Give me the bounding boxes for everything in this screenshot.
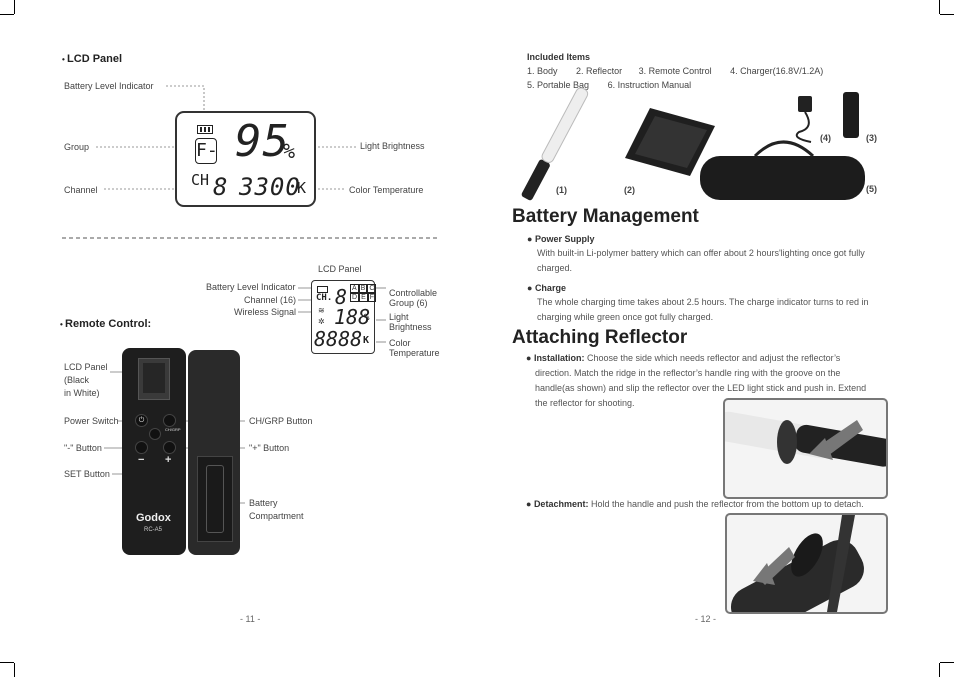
minus-icon: − xyxy=(138,454,145,466)
mini-percent: % xyxy=(364,313,370,323)
power-supply-text: With built-in Li-polymer battery which c… xyxy=(537,248,865,273)
installation-text: ● Installation: Choose the side which ne… xyxy=(526,353,867,408)
power-switch-label: Power Switch xyxy=(64,416,119,426)
attaching-reflector-title: Attaching Reflector xyxy=(512,327,688,348)
crop-mark xyxy=(14,663,15,677)
model-label: RC-A5 xyxy=(144,527,163,533)
remote-control-heading: • Remote Control: xyxy=(60,318,152,330)
channel-label: Channel xyxy=(64,185,98,195)
set-button[interactable] xyxy=(149,428,161,440)
ch-indicator: CH xyxy=(191,171,210,189)
remote-battery-label: Battery Level Indicator xyxy=(206,282,296,292)
chgrp-text: CH/GRP xyxy=(165,427,181,432)
crop-mark xyxy=(939,663,940,677)
remote-lcd-caption: LCD Panel xyxy=(318,264,362,274)
chgrp-button-label: CH/GRP Button xyxy=(249,416,313,426)
remote-front: ⏻ CH/GRP − + Godox RC-A5 xyxy=(122,348,186,555)
mini-brightness: 188 xyxy=(334,305,371,329)
lcd-panel-heading: • LCD Panel xyxy=(62,53,123,65)
remote-brightness-label: Light Brightness xyxy=(389,312,432,332)
crop-mark xyxy=(939,0,940,14)
crop-mark xyxy=(940,662,954,663)
lcd-display: F- 95 % CH 8 3300 K xyxy=(175,111,316,207)
mini-ch-digit: 8 xyxy=(335,285,348,309)
kelvin-sign: K xyxy=(297,179,307,197)
crop-mark xyxy=(14,0,15,14)
charge-heading: ● Charge xyxy=(527,283,566,293)
included-items-heading: Included Items xyxy=(527,52,591,62)
battery-level-label: Battery Level Indicator xyxy=(64,81,154,91)
brightness-value: 95 xyxy=(235,116,290,167)
callout-5: (5) xyxy=(866,184,877,194)
mini-temp: 8888 xyxy=(314,327,363,351)
callout-3: (3) xyxy=(866,133,877,143)
channel-value: 8 xyxy=(213,173,228,201)
page-number-right: - 12 - xyxy=(695,614,717,624)
group-indicator: F- xyxy=(195,138,218,164)
minus-button[interactable] xyxy=(135,441,148,454)
remote-back xyxy=(188,350,240,555)
included-row-2: 5. Portable Bag 6. Instruction Manual xyxy=(527,80,692,90)
plus-icon: + xyxy=(165,454,172,466)
crop-mark xyxy=(0,662,14,663)
mini-ch: CH. xyxy=(316,293,333,303)
plus-button-label: "+" Button xyxy=(249,443,290,453)
detachment-photo xyxy=(725,513,888,614)
wireless-signal-label: Wireless Signal xyxy=(234,307,297,317)
page-number-left: - 11 - xyxy=(240,614,261,624)
charge-text: The whole charging time takes about 2.5 … xyxy=(537,297,869,322)
callout-4: (4) xyxy=(820,133,831,143)
callout-1: (1) xyxy=(556,185,567,195)
percent-sign: % xyxy=(283,139,296,163)
power-supply-heading: ● Power Supply xyxy=(527,234,595,244)
temperature-value: 3300 xyxy=(239,173,301,201)
battery-management-title: Battery Management xyxy=(512,206,699,227)
callout-2: (2) xyxy=(624,185,635,195)
controllable-group-label: Controllable Group (6) xyxy=(389,288,438,308)
remote-lcd-panel-label: LCD Panel (Black in White) xyxy=(64,362,108,398)
group-label: Group xyxy=(64,142,90,152)
snowflake-icon: ✲ xyxy=(318,317,325,326)
mini-k: K xyxy=(363,335,370,346)
color-temperature-label: Color Temperature xyxy=(349,185,424,195)
battery-compartment-label: Battery Compartment xyxy=(249,498,304,521)
crop-mark xyxy=(0,14,14,15)
light-brightness-label: Light Brightness xyxy=(360,141,425,151)
power-icon[interactable]: ⏻ xyxy=(135,414,148,427)
mini-battery-icon xyxy=(317,286,328,293)
included-items-illustration xyxy=(521,88,865,201)
remote-temp-label: Color Temperature xyxy=(389,338,440,358)
installation-photo xyxy=(723,398,888,499)
plus-button[interactable] xyxy=(163,441,176,454)
minus-button-label: "-" Button xyxy=(64,443,102,453)
battery-compartment xyxy=(197,456,233,542)
brand-logo: Godox xyxy=(136,512,171,524)
remote-channel-label: Channel (16) xyxy=(244,295,297,305)
detachment-text: ● Detachment: Hold the handle and push t… xyxy=(526,499,864,509)
set-button-label: SET Button xyxy=(64,469,110,479)
included-row-1: 1. Body 2. Reflector 3. Remote Control 4… xyxy=(527,66,824,76)
chgrp-button[interactable] xyxy=(163,414,176,427)
remote-lcd-window xyxy=(138,358,170,400)
battery-icon xyxy=(197,125,213,134)
wireless-icon: ≋ xyxy=(318,306,325,315)
crop-mark xyxy=(940,14,954,15)
